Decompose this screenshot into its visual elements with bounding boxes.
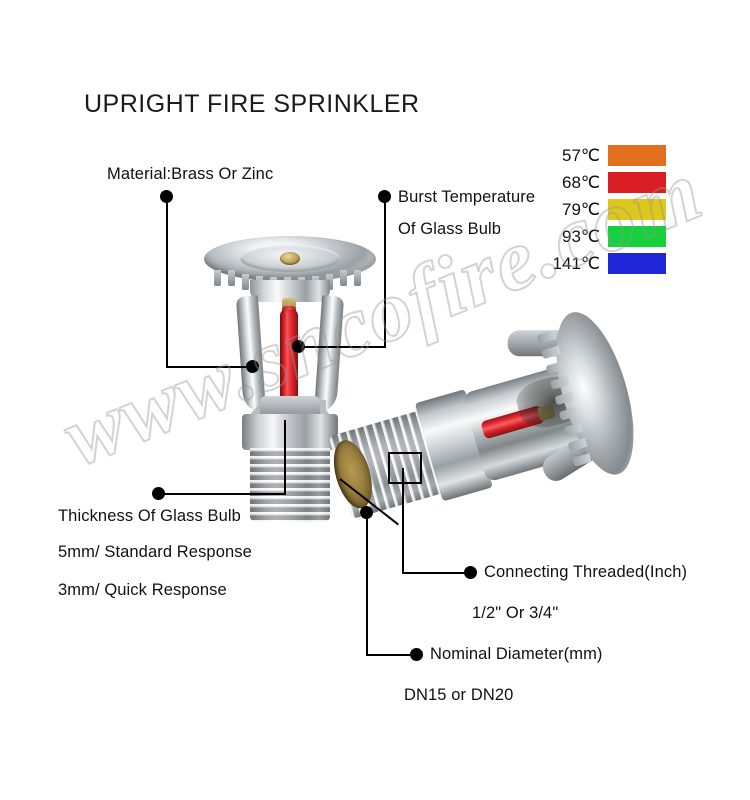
- page-title: UPRIGHT FIRE SPRINKLER: [84, 90, 420, 118]
- deflector-tooth: [242, 274, 249, 290]
- callout-material-label: Material:Brass Or Zinc: [107, 165, 274, 183]
- callout-nominal-diameter-value: DN15 or DN20: [404, 686, 514, 704]
- callout-material-leader-horizontal: [166, 366, 252, 368]
- deflector-tooth: [354, 270, 361, 286]
- threaded-body: [250, 448, 330, 522]
- legend-color-swatch: [608, 253, 666, 274]
- deflector-tooth: [340, 270, 347, 286]
- callout-material-dot-anchor: [246, 360, 259, 373]
- callout-burst-temp-leader-vertical: [384, 196, 386, 348]
- callout-burst-temp-leader-horizontal: [298, 346, 386, 348]
- legend-temp-label: 57℃: [561, 146, 600, 165]
- callout-burst-temp-dot-anchor: [292, 340, 305, 353]
- legend-row: 68℃: [546, 170, 666, 195]
- frame-collar: [250, 280, 330, 302]
- callout-thickness-option-standard: 5mm/ Standard Response: [58, 543, 252, 561]
- legend-row: 141℃: [546, 251, 666, 276]
- legend-temp-label: 68℃: [561, 173, 600, 192]
- deflector-tooth: [214, 270, 221, 286]
- callout-thickness-option-quick: 3mm/ Quick Response: [58, 581, 227, 599]
- callout-thickness-leader-horizontal: [158, 493, 286, 495]
- legend-temp-label: 79℃: [561, 200, 600, 219]
- callout-nominal-diameter-label: Nominal Diameter(mm): [430, 645, 603, 663]
- glass-bulb: [280, 310, 298, 406]
- callout-burst-temp-label-line1: Burst Temperature: [398, 188, 536, 206]
- legend-color-swatch: [608, 145, 666, 166]
- callout-connecting-thread-square-marker: [388, 452, 422, 484]
- callout-nominal-diameter-leader-horizontal: [366, 654, 412, 656]
- upright-sprinkler-image: [204, 236, 376, 522]
- callout-nominal-diameter-dot: [410, 648, 423, 661]
- callout-nominal-diameter-leader-vertical: [366, 512, 368, 656]
- callout-connecting-thread-leader-vertical: [402, 468, 404, 574]
- deflector-tooth: [228, 270, 235, 286]
- legend-color-swatch: [608, 226, 666, 247]
- deflector-screw: [280, 252, 300, 265]
- callout-burst-temp-label-line2: Of Glass Bulb: [398, 220, 502, 238]
- callout-thickness-label: Thickness Of Glass Bulb: [58, 507, 241, 525]
- callout-connecting-thread-value: 1/2" Or 3/4": [472, 604, 559, 622]
- legend-row: 79℃: [546, 197, 666, 222]
- callout-nominal-diameter-dot-anchor: [360, 506, 373, 519]
- legend-row: 57℃: [546, 143, 666, 168]
- legend-color-swatch: [608, 172, 666, 193]
- legend-temp-label: 141℃: [552, 254, 600, 273]
- callout-thickness-leader-vertical: [284, 420, 286, 493]
- callout-connecting-thread-dot: [464, 566, 477, 579]
- callout-connecting-thread-leader-horizontal: [402, 572, 466, 574]
- legend-color-swatch: [608, 199, 666, 220]
- callout-material-leader-vertical: [166, 196, 168, 368]
- legend-row: 93℃: [546, 224, 666, 249]
- wrench-hex: [242, 414, 338, 450]
- callout-connecting-thread-label: Connecting Threaded(Inch): [484, 563, 688, 581]
- legend-temp-label: 93℃: [561, 227, 600, 246]
- temperature-legend: 57℃ 68℃ 79℃ 93℃ 141℃: [546, 143, 666, 278]
